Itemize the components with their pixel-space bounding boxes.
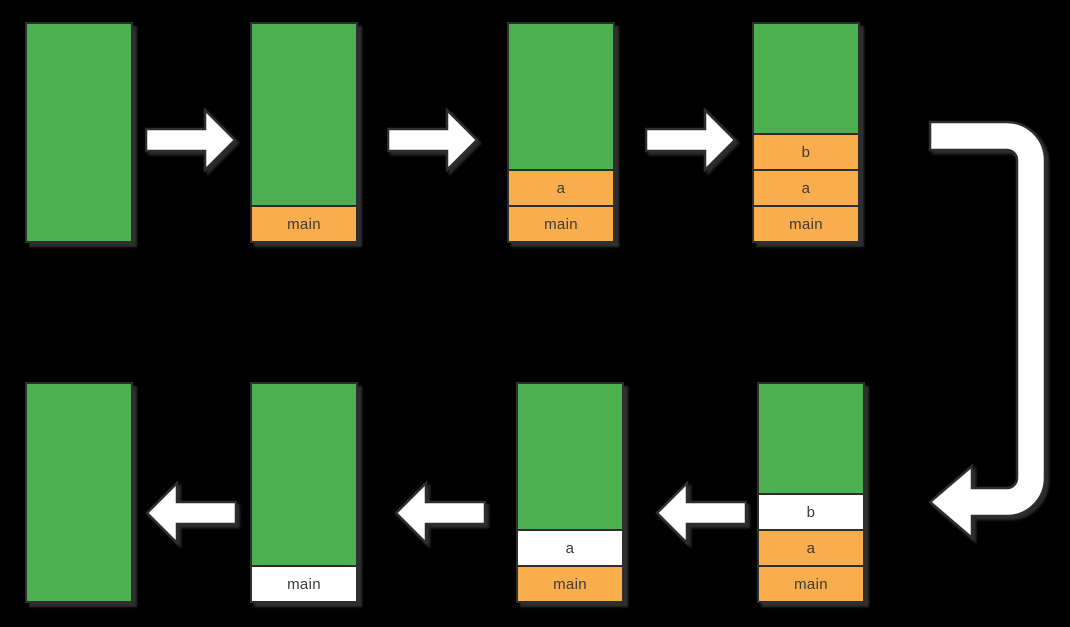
frame-label: main	[553, 575, 587, 593]
call-stack-stage-2: main	[250, 22, 358, 243]
free-stack-space	[518, 384, 622, 529]
stack-frame: main	[509, 205, 613, 241]
stack-frame: main	[252, 565, 356, 601]
stack-frame: main	[759, 565, 863, 601]
stack-frame: main	[252, 205, 356, 241]
stack-frame: a	[759, 529, 863, 565]
stack-frame: a	[754, 169, 858, 205]
frame-label: a	[806, 539, 816, 557]
call-stack-stage-7: main	[250, 382, 358, 603]
frame-label: a	[556, 179, 566, 197]
free-stack-space	[252, 24, 356, 205]
frame-label: main	[287, 215, 321, 233]
call-stack-stage-6: a main	[516, 382, 624, 603]
frame-label: main	[544, 215, 578, 233]
frame-label: main	[789, 215, 823, 233]
frame-label: main	[794, 575, 828, 593]
free-stack-space	[509, 24, 613, 169]
stack-frame: a	[518, 529, 622, 565]
stack-frame: main	[754, 205, 858, 241]
arrow-left-icon	[145, 479, 238, 550]
arrow-right-icon	[644, 106, 737, 177]
frame-label: a	[801, 179, 811, 197]
call-stack-stage-8	[25, 382, 133, 603]
stack-frame: main	[518, 565, 622, 601]
arrow-right-icon	[386, 106, 479, 177]
stack-frame: b	[754, 133, 858, 169]
free-stack-space	[27, 384, 131, 601]
frame-label: b	[801, 143, 811, 161]
frame-label: b	[806, 503, 816, 521]
free-stack-space	[252, 384, 356, 565]
arrow-left-icon	[655, 479, 748, 550]
stack-frame: a	[509, 169, 613, 205]
free-stack-space	[27, 24, 131, 241]
free-stack-space	[754, 24, 858, 133]
call-stack-stage-4: b a main	[752, 22, 860, 243]
call-stack-stage-1	[25, 22, 133, 243]
frame-label: a	[565, 539, 575, 557]
arrow-right-icon	[144, 106, 237, 177]
stack-frame: b	[759, 493, 863, 529]
frame-label: main	[287, 575, 321, 593]
call-stack-stage-5: b a main	[757, 382, 865, 603]
call-stack-stage-3: a main	[507, 22, 615, 243]
arrow-left-icon	[394, 479, 487, 550]
arrow-elbow-down-left-icon	[925, 115, 1050, 555]
free-stack-space	[759, 384, 863, 493]
